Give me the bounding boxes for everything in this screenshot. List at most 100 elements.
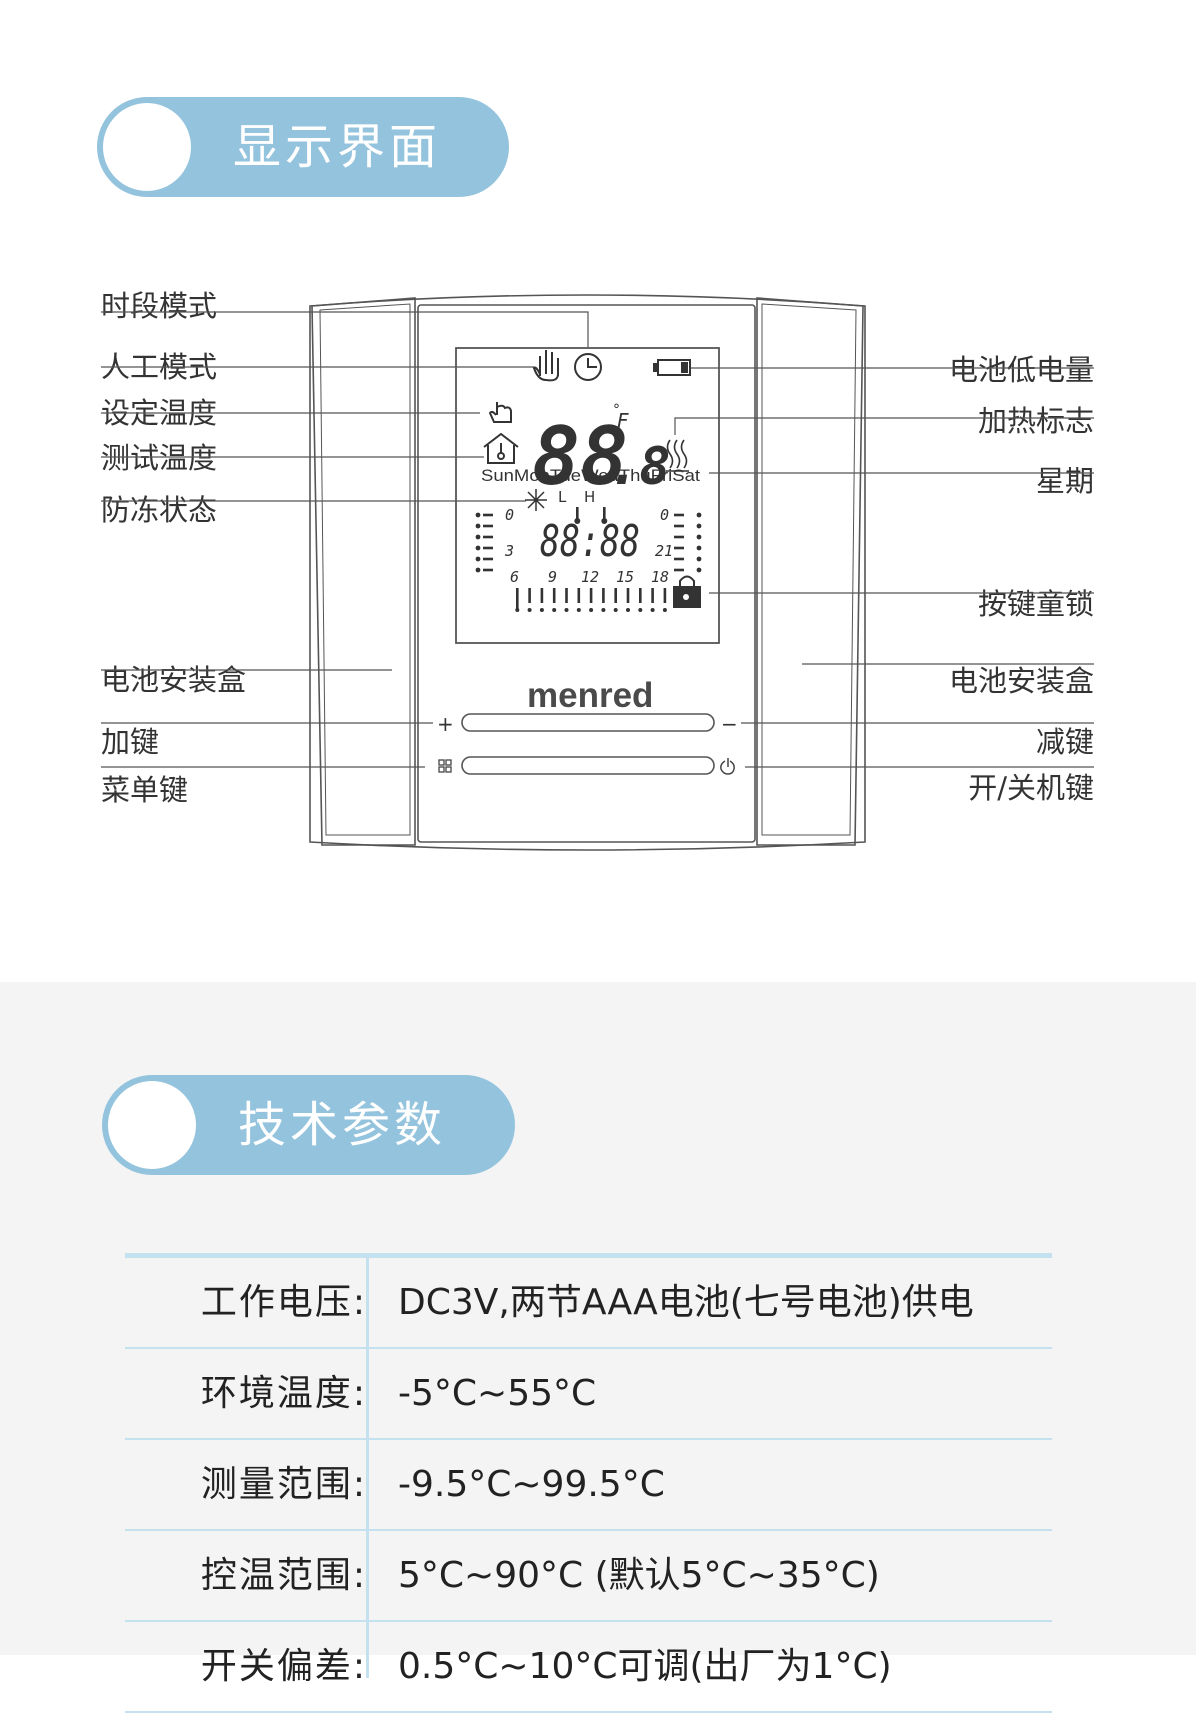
timeline-segment xyxy=(528,588,531,603)
label-battery-low: 电池低电量 xyxy=(948,353,1094,387)
right-battery-inner xyxy=(761,303,857,836)
timeline-segment xyxy=(651,588,654,603)
timeline-segment xyxy=(674,568,684,572)
spec-table: 工作电压: DC3V,两节AAA电池(七号电池)供电 环境温度: -5°C~55… xyxy=(125,1253,1052,1713)
timeline-segment xyxy=(639,588,642,603)
timeline-dot xyxy=(613,608,618,612)
device-outline xyxy=(309,294,866,851)
timeline-dot xyxy=(539,608,544,612)
lcd-fahrenheit: F xyxy=(617,409,629,433)
label-battery-box-left: 电池安装盒 xyxy=(101,663,247,697)
spec-value: DC3V,两节AAA电池(七号电池)供电 xyxy=(398,1282,974,1323)
power-icon xyxy=(720,758,735,775)
timeline-segment xyxy=(589,588,593,603)
label-antifreeze: 防冻状态 xyxy=(101,493,218,527)
timeline-segment xyxy=(516,588,519,610)
label-power-key: 开/关机键 xyxy=(968,771,1094,805)
hand-icon xyxy=(532,350,559,382)
lcd-marker xyxy=(603,507,606,519)
brand-logo: menred xyxy=(527,676,653,715)
menu-power-button[interactable] xyxy=(461,756,715,775)
table-column-divider xyxy=(366,1258,369,1678)
timeline-segment xyxy=(552,588,556,603)
lcd-hour-label: 12 xyxy=(581,568,599,586)
header-circle xyxy=(108,1081,196,1169)
spec-value: 0.5°C~10°C可调(出厂为1°C) xyxy=(398,1646,892,1687)
lcd-low-marker: L xyxy=(558,488,567,506)
timeline-segment xyxy=(483,546,493,550)
timeline-dot xyxy=(475,567,481,573)
spec-key: 环境温度: xyxy=(200,1373,367,1414)
timeline-dot xyxy=(696,512,702,518)
lcd-marker xyxy=(574,518,581,524)
timeline-dot xyxy=(475,545,481,551)
heat-wave-icon xyxy=(666,439,689,472)
lcd-hour-label: 9 xyxy=(548,568,557,586)
spec-value: 5°C~90°C (默认5°C~35°C) xyxy=(398,1555,880,1596)
spec-key: 工作电压: xyxy=(200,1282,367,1323)
plus-symbol: + xyxy=(437,712,454,736)
leader-heating xyxy=(674,417,1094,435)
timeline-segment xyxy=(663,588,667,603)
timeline-dot xyxy=(475,534,481,540)
section-title-specs: 技术参数 xyxy=(238,1097,447,1153)
timeline-dot xyxy=(589,608,594,612)
table-row: 环境温度: -5°C~55°C xyxy=(125,1349,1052,1440)
timeline-dot xyxy=(515,608,520,612)
lcd-weekdays: SunMonTueWedThuFriSat xyxy=(481,466,700,485)
timeline-segment xyxy=(540,588,544,603)
spec-value: -5°C~55°C xyxy=(398,1373,597,1414)
timeline-dot xyxy=(475,523,481,529)
timeline-segment xyxy=(674,535,684,539)
house-thermometer-icon xyxy=(483,432,519,464)
label-weekday: 星期 xyxy=(1035,464,1094,498)
timeline-dot xyxy=(696,567,702,573)
lcd-big-digits: 88 xyxy=(532,410,628,503)
lcd-clock: 88:88 xyxy=(540,516,640,567)
table-row: 工作电压: DC3V,两节AAA电池(七号电池)供电 xyxy=(125,1258,1052,1349)
plus-minus-button[interactable] xyxy=(461,713,715,732)
timeline-dot xyxy=(626,608,630,612)
label-battery-box-right: 电池安装盒 xyxy=(948,664,1094,698)
left-battery-panel xyxy=(311,297,416,846)
timeline-dot xyxy=(696,534,702,540)
label-measured-temperature: 测试温度 xyxy=(101,441,218,475)
section-header-display: 显示界面 xyxy=(97,97,509,197)
timeline-segment xyxy=(483,535,493,539)
spec-key: 测量范围: xyxy=(200,1464,367,1505)
table-top-border xyxy=(125,1253,1052,1258)
table-row: 控温范围: 5°C~90°C (默认5°C~35°C) xyxy=(125,1531,1052,1622)
leader-period-mode xyxy=(101,311,589,347)
lcd-hour-label: 3 xyxy=(504,542,514,560)
timeline-dot xyxy=(696,523,702,529)
lcd-degree: ° xyxy=(613,402,620,418)
timeline-dot xyxy=(576,608,581,612)
label-period-mode: 时段模式 xyxy=(101,289,218,323)
timeline-segment xyxy=(483,557,493,561)
battery-icon xyxy=(653,359,691,376)
lcd-hour-label: 6 xyxy=(510,568,519,586)
timeline-segment xyxy=(626,588,630,603)
lock-keyhole xyxy=(683,594,689,600)
timeline-dot xyxy=(601,608,606,612)
lcd-hour-label: 21 xyxy=(655,542,673,560)
timeline-dot xyxy=(527,608,532,612)
lock-icon xyxy=(673,575,701,608)
timeline-segment xyxy=(565,588,568,603)
label-heating: 加热标志 xyxy=(977,404,1094,438)
device-drawing: 88 .8 ° F SunMonTueWedThuFriSat L H 88:8… xyxy=(101,294,1094,851)
lcd-screen xyxy=(455,347,720,644)
lcd-marker xyxy=(601,518,608,524)
display-section: 显示界面 时段模式 人工模式 设定温度 测试温度 防冻状态 电池安装盒 加键 菜… xyxy=(97,97,1094,851)
timeline-dot xyxy=(552,608,557,612)
header-circle xyxy=(103,103,191,191)
label-menu-key: 菜单键 xyxy=(101,773,189,807)
lcd-hour-label: 15 xyxy=(616,568,634,586)
lcd-hour-label: 0 xyxy=(505,506,514,524)
timeline-segment xyxy=(614,588,617,603)
timeline-dot xyxy=(696,556,702,562)
clock-icon xyxy=(574,353,602,381)
lcd-high-marker: H xyxy=(584,488,595,506)
timeline-dot xyxy=(475,556,481,562)
left-battery-inner xyxy=(319,303,411,836)
